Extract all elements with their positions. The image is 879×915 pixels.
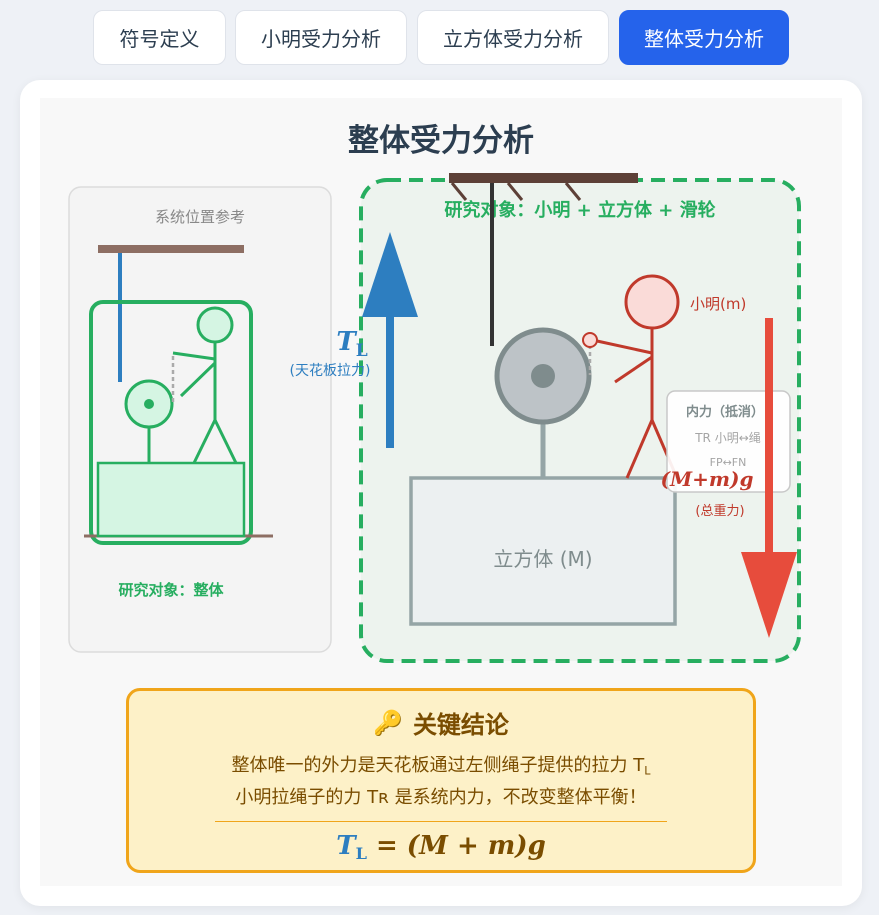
- internal-force-tr: TR 小明↔绳: [694, 431, 761, 445]
- reference-caption: 系统位置参考: [155, 208, 245, 226]
- person-label: 小明(m): [690, 295, 746, 313]
- conclusion-line-2: 小明拉绳子的力 Tʀ 是系统内力，不改变整体平衡！: [235, 787, 647, 808]
- internal-forces-box: 内力（抵消） TR 小明↔绳 FP↔FN: [666, 390, 791, 493]
- weight-caption: (总重力): [695, 503, 744, 519]
- person: [582, 274, 680, 479]
- tab-xiaoming-analysis[interactable]: 小明受力分析: [235, 10, 407, 65]
- weight-label: (M+m)g: [661, 467, 754, 491]
- internal-force-pair: FP↔FN: [710, 456, 747, 469]
- tension-arrow: [362, 232, 418, 448]
- conclusion-formula: TL = (M + m)g: [336, 831, 546, 863]
- conclusion-divider: [215, 821, 667, 822]
- conclusion-line-1: 整体唯一的外力是天花板通过左侧绳子提供的拉力 TL: [231, 755, 651, 778]
- main-system: 研究对象：小明 + 立方体 + 滑轮 TL (天花板拉力) 立方体 (M) 小明…: [290, 173, 801, 663]
- conclusion-title-row: 🔑 关键结论: [129, 705, 753, 740]
- tab-cube-analysis[interactable]: 立方体受力分析: [417, 10, 609, 65]
- ref-person: [172, 306, 238, 464]
- conclusion-title: 关键结论: [412, 711, 509, 739]
- ref-system-boundary: [89, 300, 253, 545]
- diagram-title: 整体受力分析: [348, 123, 534, 158]
- weight-arrow: [741, 318, 797, 638]
- internal-forces-title: 内力（抵消）: [686, 404, 764, 420]
- person-hand: [582, 332, 598, 348]
- key-icon: 🔑: [373, 708, 403, 737]
- tab-symbol-definition[interactable]: 符号定义: [93, 10, 226, 65]
- tab-bar: 符号定义 小明受力分析 立方体受力分析 整体受力分析: [0, 0, 879, 76]
- ref-cube: [96, 461, 246, 538]
- system-study-label: 研究对象：小明 + 立方体 + 滑轮: [444, 199, 715, 221]
- tension-caption: (天花板拉力): [290, 363, 371, 379]
- reference-panel: 系统位置参考 研究对象：整体: [68, 186, 332, 653]
- tension-label: TL: [336, 327, 367, 361]
- cube-label: 立方体 (M): [493, 547, 592, 571]
- tab-whole-analysis[interactable]: 整体受力分析: [619, 10, 789, 65]
- conclusion-box: 🔑 关键结论 整体唯一的外力是天花板通过左侧绳子提供的拉力 TL 小明拉绳子的力…: [126, 688, 756, 873]
- ref-study-label: 研究对象：整体: [118, 581, 224, 599]
- cube: [409, 476, 677, 626]
